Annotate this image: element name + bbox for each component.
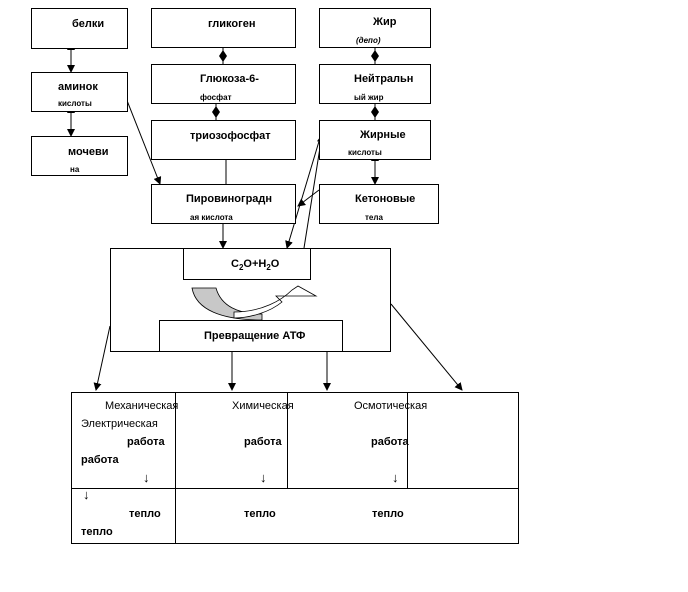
diamond-neutral-fattyacids [371,106,379,118]
down-arrow-icon: ↓ [143,470,150,485]
box-atp-conversion: Превращение АТФ [159,320,343,352]
box-fat-depot: Жир (депо) [319,8,431,48]
label-osmotic: Осмотическая [354,400,428,412]
box-neutral-fat: Нейтральн ый жир [319,64,431,104]
label-heat-osm: тепло [372,508,404,520]
label-g6p-2: фосфат [200,93,232,102]
box-pyruvate: Пировиноградн ая кислота [151,184,296,224]
label-glycogen: гликоген [208,18,256,30]
label-triose: триозофосфат [190,130,271,142]
box-amino-acids: аминок кислоты [31,72,128,112]
diamond-g6p-triose [212,106,220,118]
arrow-amino-pyruvate [125,97,162,185]
label-heat-mech: тепло [129,508,161,520]
box-triose-phosphate: триозофосфат [151,120,296,160]
arrow-cycle-right [390,303,463,391]
work-table [71,392,519,544]
label-ketones-1: Кетоновые [355,193,416,205]
label-amino-2: кислоты [58,99,92,108]
arrow-fattyacids-pyruvate [297,189,320,207]
label-electrical: Электрическая [81,418,158,430]
label-elec-work: работа [81,454,119,466]
diamond-fat-neutral [371,50,379,62]
label-heat-chem: тепло [244,508,276,520]
label-neutral-fat-1: Нейтральн [354,73,414,85]
work-table-divider [71,488,519,489]
work-table-col2 [287,392,288,488]
label-ketones-2: тела [365,213,383,222]
label-pyruvate-2: ая кислота [190,213,233,222]
arrow-cycle-mechanical [93,325,111,391]
box-fatty-acids: Жирные кислоты [319,120,431,160]
box-ketone-bodies: Кетоновые тела [319,184,439,224]
work-table-col3 [407,392,408,488]
down-arrow-icon: ↓ [83,487,90,502]
label-amino-1: аминок [58,81,98,93]
down-arrow-icon: ↓ [260,470,267,485]
label-neutral-fat-2: ый жир [354,93,384,102]
label-fatty-acids-1: Жирные [360,129,406,141]
label-fat-1: Жир [373,16,397,28]
label-proteins: белки [72,18,105,30]
box-glycogen: гликоген [151,8,296,48]
down-arrow-icon: ↓ [392,470,399,485]
box-glucose-6-phosphate: Глюкоза-6- фосфат [151,64,296,104]
label-fatty-acids-2: кислоты [348,148,382,157]
box-proteins: белки [31,8,128,49]
diamond-glycogen-g6p [219,50,227,62]
label-pyruvate-1: Пировиноградн [186,193,273,205]
label-chem-work: работа [244,436,282,448]
label-fat-2: (депо) [356,36,381,45]
label-osm-work: работа [371,436,409,448]
box-urea: мочеви на [31,136,128,176]
hollow-arc-arrow-icon [233,285,318,319]
work-table-col1 [175,392,176,544]
arrow-fattyacids-cycle-1 [285,137,321,249]
label-mech-work: работа [127,436,165,448]
label-chemical: Химическая [232,400,294,412]
label-g6p-1: Глюкоза-6- [200,73,259,85]
label-mechanical: Механическая [105,400,179,412]
label-heat-elec: тепло [81,526,113,538]
label-urea-1: мочеви [68,146,109,158]
label-co2-h2o: C2O+H2O [231,258,280,273]
label-atp-conversion: Превращение АТФ [204,330,306,342]
label-urea-2: на [70,165,80,174]
box-co2-h2o: C2O+H2O [183,248,311,280]
